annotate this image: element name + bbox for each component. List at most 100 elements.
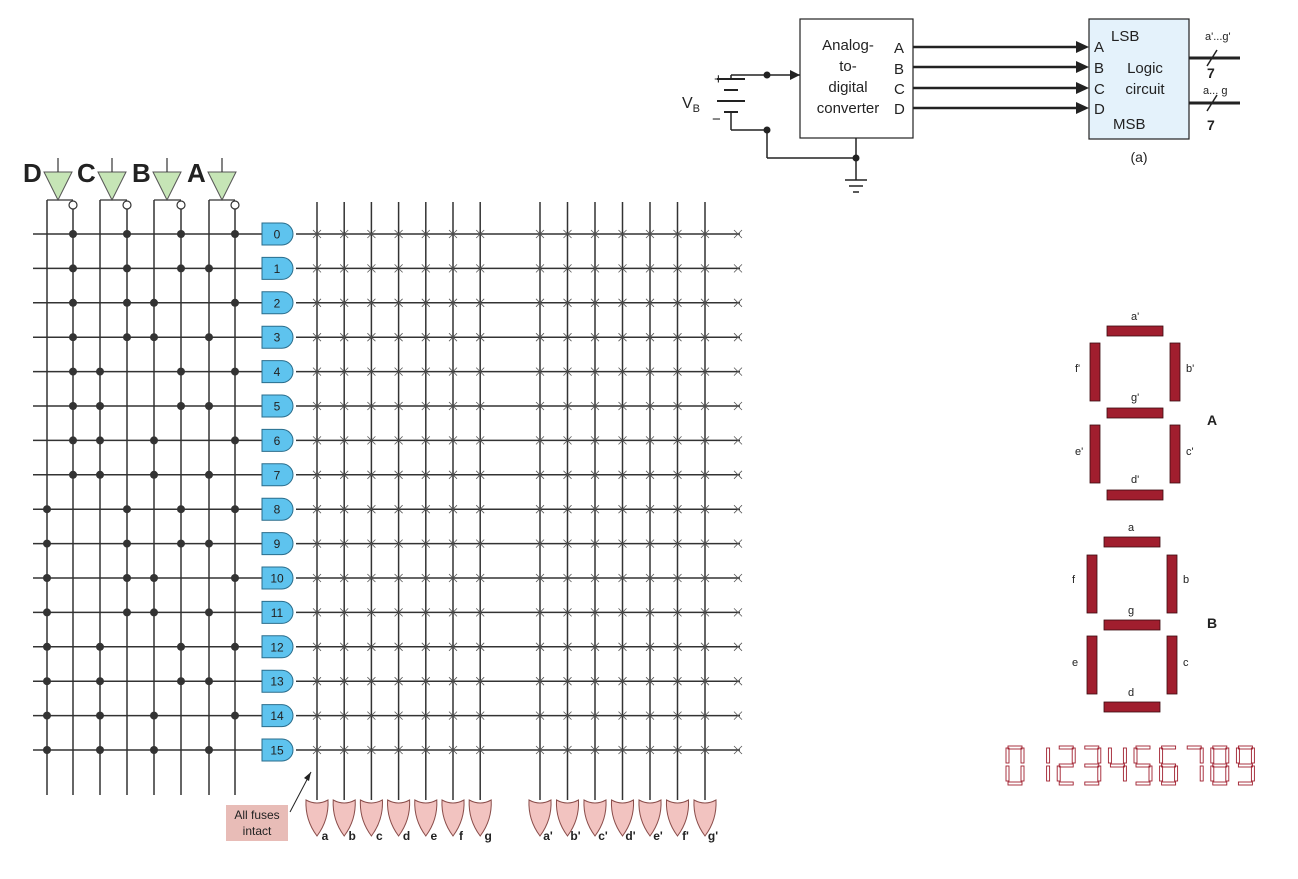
fuse-x xyxy=(394,436,403,445)
fuse-x xyxy=(563,436,572,445)
and-fuse-dot xyxy=(205,264,213,273)
strip-segment xyxy=(1084,763,1100,768)
inverter-bubble xyxy=(68,200,78,210)
segment-d xyxy=(1103,701,1161,713)
fuse-x xyxy=(535,711,545,720)
fuse-x xyxy=(590,298,600,308)
and-fuse-dot xyxy=(231,642,239,651)
and-fuse-dot xyxy=(231,436,239,445)
fuse-x xyxy=(700,745,710,755)
or-output-label: c xyxy=(376,829,383,843)
fuse-x xyxy=(700,401,710,411)
and-gate xyxy=(261,428,294,452)
and-fuse-dot xyxy=(205,539,213,548)
and-fuse-dot xyxy=(177,230,185,238)
fuse-x xyxy=(733,229,743,239)
fuse-x xyxy=(700,711,710,720)
fuse-x xyxy=(563,676,572,686)
fuse-x xyxy=(618,298,627,308)
or-output-label: d xyxy=(403,829,410,843)
fuse-x xyxy=(367,745,376,755)
or-output-label: e xyxy=(430,829,437,843)
fuse-x xyxy=(421,573,431,583)
fuse-x xyxy=(367,298,376,308)
fuse-x xyxy=(448,332,458,342)
or-gate xyxy=(583,799,607,837)
or-output-label: f' xyxy=(682,829,689,843)
input-buffer xyxy=(152,171,182,202)
fuse-x xyxy=(535,229,545,239)
fuse-x xyxy=(563,711,572,720)
fuse-x xyxy=(394,539,403,548)
fuse-x xyxy=(645,676,655,686)
fuse-x xyxy=(673,298,682,308)
fuse-x xyxy=(475,298,485,308)
bus-bottom-width: 7 xyxy=(1207,117,1215,133)
fuse-x xyxy=(645,264,655,273)
or-gate xyxy=(610,799,635,837)
fuse-x xyxy=(312,711,322,720)
strip-segment xyxy=(1097,747,1102,764)
and-fuse-dot xyxy=(123,230,131,238)
strip-digit xyxy=(1159,745,1179,786)
strip-segment xyxy=(1007,745,1023,750)
fuse-x xyxy=(590,504,600,514)
fuse-x xyxy=(475,470,485,480)
fuse-x xyxy=(312,436,322,445)
fuse-x xyxy=(535,298,545,308)
and-gate-label: 11 xyxy=(271,606,284,620)
fuse-x xyxy=(394,504,403,514)
fuse-x xyxy=(339,745,349,755)
fuse-x xyxy=(645,401,655,411)
fuse-x xyxy=(618,367,627,376)
fuse-x xyxy=(367,676,376,686)
fuse-x xyxy=(367,504,376,514)
vb-label: VB xyxy=(682,95,700,115)
fuse-x xyxy=(618,711,627,720)
fuse-x xyxy=(367,470,376,480)
and-fuse-dot xyxy=(123,333,131,342)
and-gate xyxy=(261,704,294,728)
fuse-x xyxy=(618,436,627,445)
fuse-x xyxy=(673,264,682,273)
and-gate xyxy=(261,532,294,556)
fuse-x xyxy=(733,504,743,514)
and-fuse-dot xyxy=(150,333,158,342)
and-fuse-dot xyxy=(150,574,158,582)
and-gate xyxy=(261,394,294,418)
input-label-a: A xyxy=(187,158,206,188)
fuse-x xyxy=(700,504,710,514)
fuse-x xyxy=(475,264,485,273)
fuse-x xyxy=(618,539,627,548)
strip-segment xyxy=(1058,745,1074,750)
fuse-x xyxy=(312,332,322,342)
segment-a-prime xyxy=(1106,325,1164,337)
fuse-x xyxy=(590,745,600,755)
fuse-x xyxy=(475,229,485,239)
fuse-x xyxy=(590,573,600,583)
and-fuse-dot xyxy=(69,264,77,273)
fuse-x xyxy=(645,229,655,239)
logic-input-a: A xyxy=(1094,39,1104,56)
and-fuse-dot xyxy=(177,677,185,686)
fuse-x xyxy=(590,367,600,376)
and-fuse-dot xyxy=(205,608,213,617)
fuse-x xyxy=(339,711,349,720)
fuse-x xyxy=(733,745,743,755)
battery-plus: + xyxy=(714,71,723,88)
or-gate xyxy=(387,799,411,837)
fuse-x xyxy=(700,367,710,376)
fuse-x xyxy=(339,470,349,480)
logic-label-2: circuit xyxy=(1125,81,1165,98)
adc-box xyxy=(799,18,914,139)
fuse-x xyxy=(645,642,655,652)
and-fuse-dot xyxy=(69,230,77,238)
or-gate xyxy=(414,799,438,837)
fuse-x xyxy=(645,745,655,755)
fuse-x xyxy=(535,264,545,273)
and-fuse-dot xyxy=(123,539,131,548)
strip-segment xyxy=(1122,747,1127,764)
strip-digit xyxy=(1133,745,1153,786)
adc-output-c: C xyxy=(894,81,905,98)
fuse-x xyxy=(367,608,376,617)
